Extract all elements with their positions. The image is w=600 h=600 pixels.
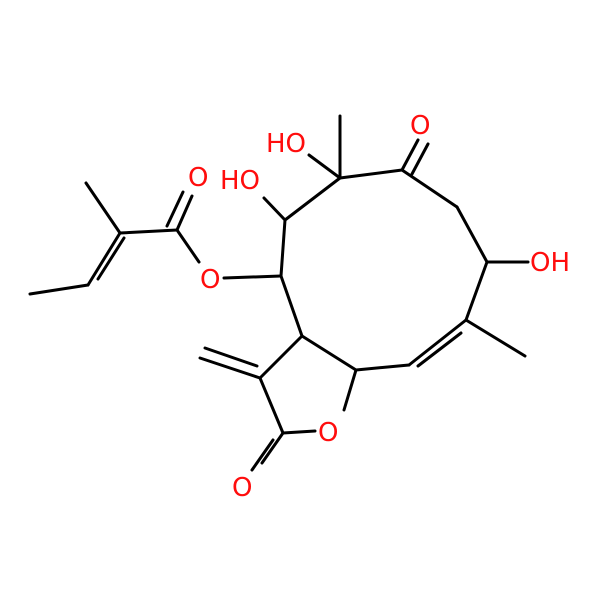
bond-c10-methyl [464,318,527,358]
bond-c11-methylene [198,356,262,380]
atom-o-ester-carbonyl: O [188,163,208,193]
atom-o-ester-link: O [200,265,220,295]
bond-c4-c3 [338,168,404,180]
bond-c1p-o-carbonyl [175,194,194,232]
atom-oh-c5: HO [220,166,260,196]
bond-c8-c7 [300,334,358,372]
bond-c7-c6 [279,274,304,338]
bond-c7-c11 [258,334,304,380]
lactone-ring [198,334,358,472]
bond-c3-o-ketone-double [410,142,430,176]
bond-c6-c5 [279,218,287,278]
bond-c1-c10 [464,260,489,322]
carbocycle-ring [222,114,530,372]
bond-c3p-c2p-double [96,236,126,281]
atom-oh-c6: HO [266,129,306,159]
atom-o-ketone: O [410,111,430,141]
bond-c3-o-ketone [400,138,420,172]
bond-c11-c12 [258,376,285,435]
bond-c5-c4 [283,176,342,222]
bond-c1p-o-carbonyl-double [165,190,185,228]
bond-o-ester-c6 [222,274,283,280]
atom-oh-c9: OH [530,248,570,278]
bond-c8-o-ring [342,368,358,412]
bond-c9-c8 [354,363,411,372]
bond-c2p-c1p [118,228,179,235]
bond-c1p-o-ester [175,228,201,264]
atom-labels: O O HO HO O OH O O [188,111,570,503]
bond-c5-oh [262,196,287,222]
bond-c2p-methyl [84,181,122,235]
bond-c3-c2 [400,168,459,209]
bond-c4p-c3p [28,283,90,296]
bond-c4-oh [307,153,342,180]
bond-c12-o-ring [281,429,317,435]
bond-c12-o-carbonyl [260,431,285,465]
bond-c3p-c2p [86,231,122,287]
bond-c10-c9-double [416,331,463,368]
bond-c10-c9 [407,318,468,367]
bond-c2-c1 [455,205,489,264]
bond-c11-methylene-double [203,346,259,368]
atom-o-lactone-carbonyl: O [232,473,252,503]
atom-o-lactone-ring: O [318,418,338,448]
bond-c12-o-carbonyl-double [250,438,275,472]
angelate-ester-group [28,181,201,296]
